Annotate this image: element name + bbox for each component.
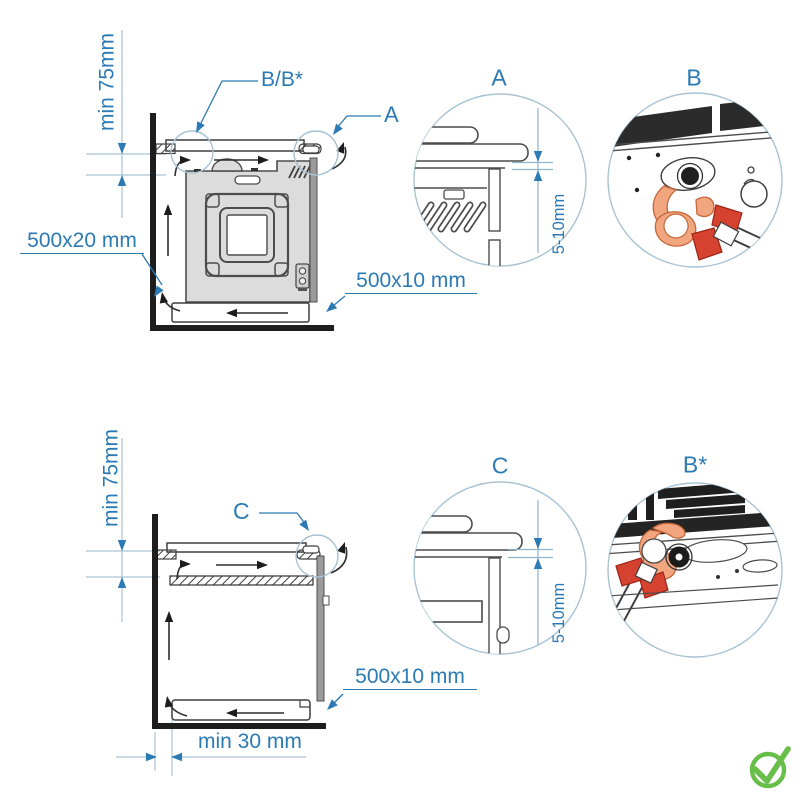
- gap-dim-c: 5-10mm: [549, 582, 568, 644]
- airflow-arrows-bottom: [167, 546, 348, 717]
- detail-a-title: A: [491, 64, 507, 91]
- wall-and-floor-bottom: [152, 514, 326, 729]
- gap-dim-a: 5-10mm: [549, 193, 568, 255]
- oven-back-view: [185, 158, 311, 303]
- callout-leaders-top: [141, 80, 381, 307]
- gap-dimension-c: [508, 500, 553, 651]
- top-installation-diagram: [86, 30, 381, 331]
- bottom-spacer-2: [171, 699, 311, 721]
- dim-right-spacer-bottom: 500x10 mm: [343, 666, 477, 690]
- callout-label-b: B/B*: [261, 68, 304, 91]
- shelf-hatched: [169, 575, 314, 586]
- rear-spacer-panel: [309, 157, 318, 303]
- detail-b-star-title: B*: [682, 451, 708, 478]
- detail-view-c: [413, 481, 587, 655]
- approved-check-icon: [749, 746, 791, 789]
- zoom-circle-a: [293, 130, 339, 176]
- detail-b-title: B: [686, 64, 702, 91]
- detail-view-b: [607, 92, 783, 268]
- zoom-circle-c: [295, 534, 339, 578]
- dim-right-spacer-top: 500x10 mm: [345, 270, 477, 294]
- dim-height-clearance-top: min 75mm: [95, 32, 119, 132]
- bottom-installation-diagram: [86, 438, 349, 776]
- worktop-top: [165, 139, 305, 152]
- dim-wall-gap: min 30 mm: [198, 730, 302, 753]
- airflow-arrows-top: [162, 146, 347, 314]
- detail-view-b-star: [607, 482, 783, 658]
- callout-label-c: C: [233, 498, 250, 524]
- zoom-circle-b: [170, 130, 214, 174]
- gas-inlet-symbol: [740, 180, 768, 208]
- dim-left-spacer: 500x20 mm: [20, 230, 144, 254]
- dim-height-clearance-bottom: min 75mm: [99, 428, 123, 528]
- shelf-section: [414, 600, 483, 623]
- hob-slab: [166, 542, 307, 553]
- wall-and-floor: [150, 113, 334, 331]
- callout-label-a: A: [384, 102, 399, 127]
- detail-c-title: C: [491, 452, 509, 479]
- rear-spacer-panel-bottom: [316, 555, 325, 702]
